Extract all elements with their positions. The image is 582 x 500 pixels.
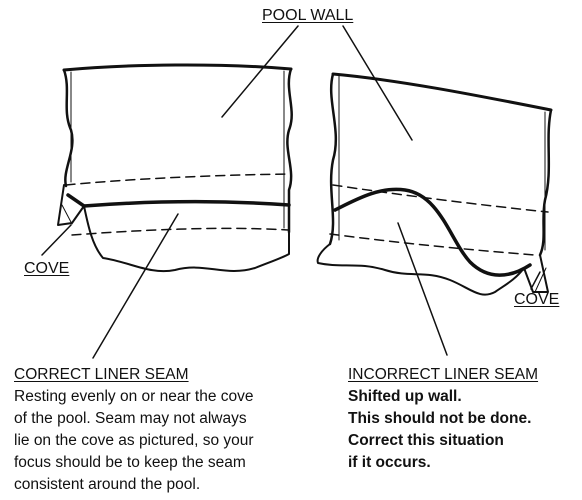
correct-pool-panel — [57, 63, 293, 273]
incorrect-seam-heading: INCORRECT LINER SEAM — [348, 366, 539, 383]
correct-line-4: focus should be to keep the seam — [14, 454, 246, 471]
incorrect-line-4: if it occurs. — [348, 454, 431, 471]
correct-line-3: lie on the cove as pictured, so your — [14, 432, 254, 449]
incorrect-line-2: This should not be done. — [348, 410, 532, 427]
cove-label-right: COVE — [514, 291, 560, 308]
correct-seam-heading: CORRECT LINER SEAM — [14, 366, 189, 383]
incorrect-pool-panel — [316, 72, 553, 296]
pool-wall-label: POOL WALL — [262, 7, 354, 24]
incorrect-line-1: Shifted up wall. — [348, 388, 462, 405]
correct-line-1: Resting evenly on or near the cove — [14, 388, 254, 405]
incorrect-line-3: Correct this situation — [348, 432, 504, 449]
correct-line-2: of the pool. Seam may not always — [14, 410, 247, 427]
correct-line-5: consistent around the pool. — [14, 476, 201, 493]
leader-lines — [41, 25, 541, 359]
cove-label-left: COVE — [24, 260, 70, 277]
